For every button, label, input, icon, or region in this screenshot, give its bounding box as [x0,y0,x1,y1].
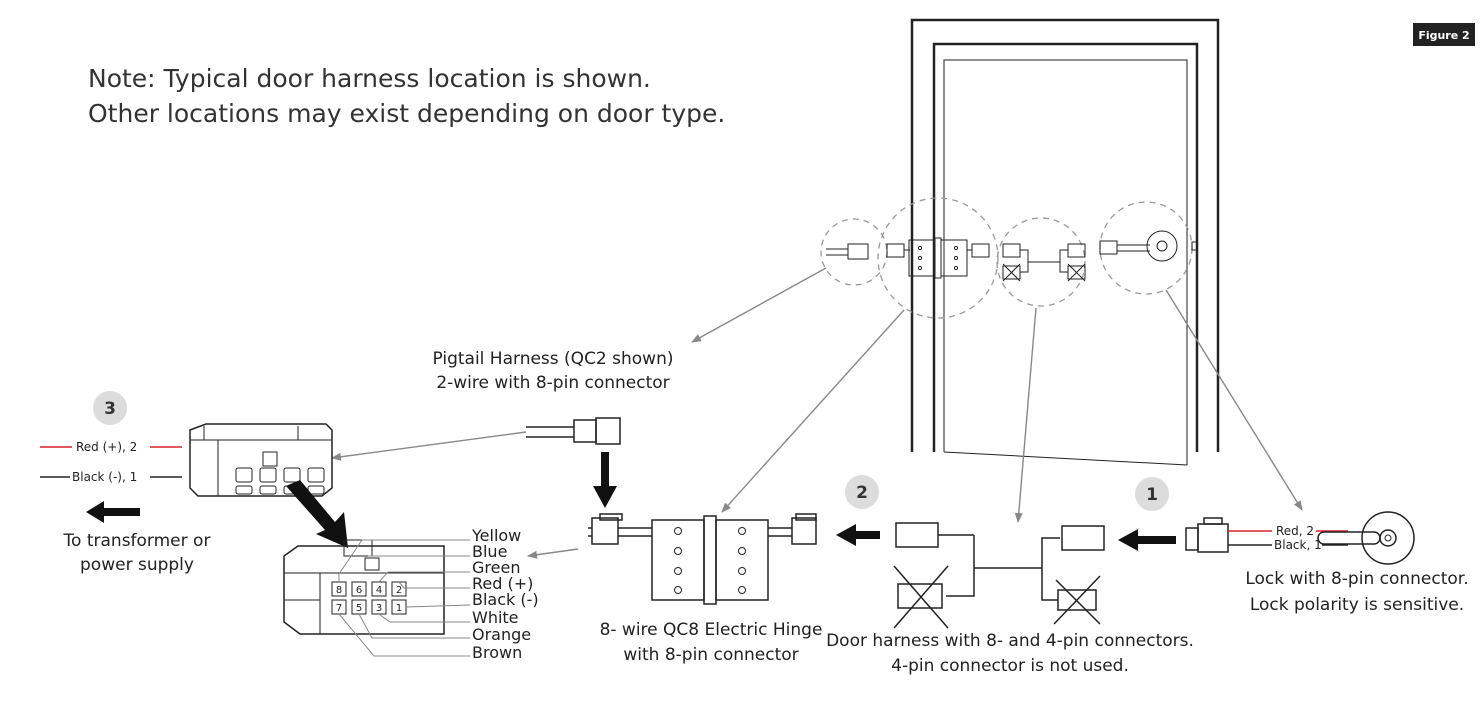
step-2-label: 2 [856,483,868,503]
connector-zoom-arrow [286,480,348,548]
supply-black-label: Black (-), 1 [72,470,137,484]
detail-circle-pigtail [820,218,888,286]
pin-6 [351,581,367,597]
door-harness-subtitle: 4-pin connector is not used. [891,656,1129,676]
lock-black-label: Black, 1 [1274,538,1322,552]
lock-red-label: Red, 2 [1276,524,1314,538]
wire-color-blue: Blue [472,542,507,561]
step-1-label: 1 [1146,485,1158,505]
step-3-marker: 3 [93,391,127,425]
wire-color-list: Yellow Blue Green Red (+) Black (-) Whit… [471,526,539,662]
transformer-label-1: To transformer or [63,531,211,551]
note-line-1: Note: Typical door harness location is s… [88,64,651,93]
step-1-arrow [1118,529,1176,551]
step-1-marker: 1 [1135,477,1169,511]
wire-color-green: Green [472,558,520,577]
step-3-label: 3 [104,399,116,419]
wire-color-black: Black (-) [472,590,539,609]
supply-red-label: Red (+), 2 [76,440,137,454]
step-2-arrow [836,524,880,546]
transformer-arrow [86,501,140,523]
pin-8-label: 8 [336,585,342,596]
door-harness-title: Door harness with 8- and 4-pin connector… [826,631,1194,651]
pin-2-label: 2 [396,585,402,596]
pigtail-title: Pigtail Harness (QC2 shown) [432,349,673,369]
pin-5-label: 5 [356,603,362,614]
pinout-leaders [338,539,471,657]
detail-circle-hinge [877,197,999,319]
pigtail-harness: Pigtail Harness (QC2 shown) 2-wire with … [432,349,674,445]
wire-color-red: Red (+) [472,574,533,593]
lock-subtitle: Lock polarity is sensitive. [1250,595,1464,615]
wire-color-white: White [472,608,519,627]
note-line-2: Other locations may exist depending on d… [88,99,725,128]
supply-connector [189,423,333,497]
door-frame [910,18,1220,466]
pin-1-label: 1 [396,603,402,614]
leader-lines [331,267,1303,559]
supply-wires: Red (+), 2 Black (-), 1 [40,440,182,484]
pin-3-label: 3 [376,603,382,614]
electric-hinge [588,513,817,605]
wire-color-orange: Orange [472,625,531,644]
step-2-marker: 2 [845,475,879,509]
lock-assembly: Red, 2 Black, 1 [1185,511,1415,565]
transformer-label-2: power supply [80,555,194,575]
door-harness [893,522,1105,629]
figure-badge-label: Figure 2 [1418,29,1469,42]
pigtail-subtitle: 2-wire with 8-pin connector [436,373,669,393]
pin-7-label: 7 [336,603,342,614]
hinge-title: 8- wire QC8 Electric Hinge [600,620,823,640]
detail-circle-door-harness [996,217,1086,307]
detail-circle-lock [1099,201,1198,295]
pigtail-down-arrow [593,452,617,508]
figure-badge: Figure 2 [1413,23,1475,46]
lock-title: Lock with 8-pin connector. [1245,569,1468,589]
pin-4-label: 4 [376,585,382,596]
pin-6-label: 6 [356,585,362,596]
wire-color-brown: Brown [472,643,522,662]
wire-color-yellow: Yellow [471,526,521,545]
pinout-connector: 8 6 4 2 7 5 3 1 [283,539,445,635]
hinge-subtitle: with 8-pin connector [623,645,798,665]
